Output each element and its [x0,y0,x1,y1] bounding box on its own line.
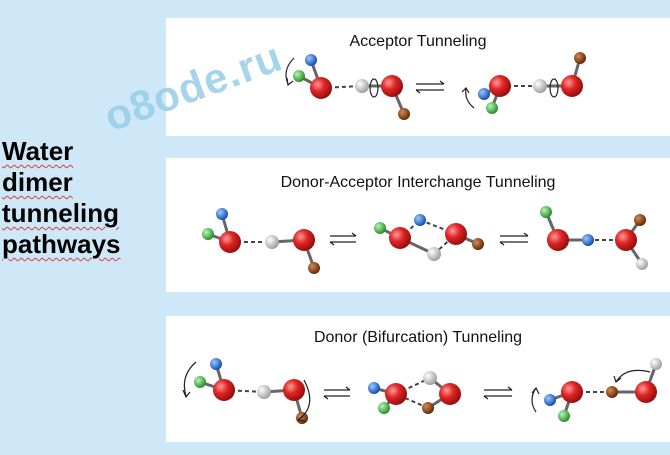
bifurcation-right-dimer [531,358,662,422]
interchange-left-dimer [202,208,320,274]
acceptor-right-dimer [461,52,586,114]
panel-acceptor-tunneling: Acceptor Tunneling [166,18,670,136]
bifurcation-equilibrium-arrow-2 [483,386,513,400]
title-line-2: dimer [2,167,73,197]
bifurcation-left-dimer [182,358,311,424]
panel-title-acceptor: Acceptor Tunneling [349,33,487,50]
acceptor-tunneling-figure [285,52,586,120]
acceptor-left-dimer [285,54,410,120]
interchange-equilibrium-arrow-2 [499,232,529,246]
bifurcation-equilibrium-arrow-1 [323,386,351,400]
panel-title-interchange: Donor-Acceptor Interchange Tunneling [280,174,556,191]
interchange-tunneling-figure [202,206,648,274]
interchange-equilibrium-arrow-1 [329,232,357,246]
interchange-middle-dimer [374,214,484,261]
panel-title-bifurcation: Donor (Bifurcation) Tunneling [313,329,523,346]
title-line-4: pathways [2,229,121,259]
title-line-3: tunneling [2,198,119,228]
panel-interchange-tunneling: Donor-Acceptor Interchange Tunneling [166,158,670,292]
diagram-title: Water dimer tunneling pathways [2,136,162,260]
acceptor-equilibrium-arrow [415,80,445,94]
interchange-right-dimer [540,206,648,270]
title-line-1: Water [2,136,74,166]
panel-bifurcation-tunneling: Donor (Bifurcation) Tunneling [166,316,670,442]
bifurcation-middle-dimer [368,371,461,414]
bifurcation-tunneling-figure [182,358,662,424]
